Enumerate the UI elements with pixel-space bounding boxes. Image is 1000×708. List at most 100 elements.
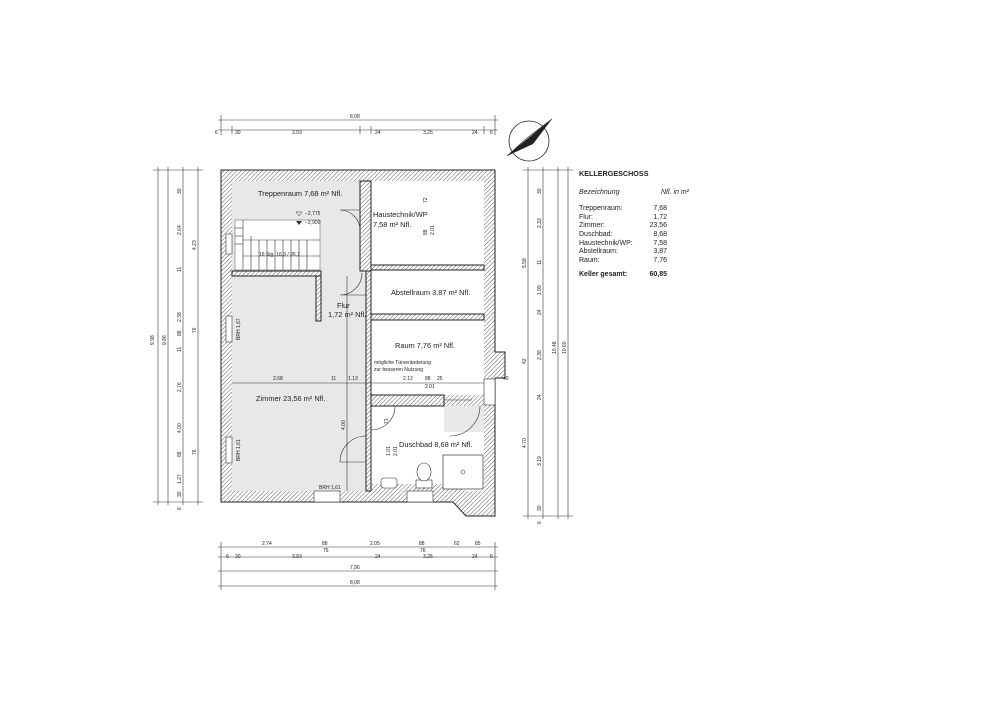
note-door-change-2: zur besseren Nutzung [374,367,423,373]
svg-text:6: 6 [490,554,493,560]
svg-text:88: 88 [425,376,431,382]
legend-row: Abstellraum:3,87 [579,248,667,256]
svg-text:6: 6 [215,130,218,136]
bottom-dimensions: 2.74 88 2.05 88 62 85 76 76 6 30 3.93 24… [218,541,498,590]
dim-top-total: 8,08 [350,114,360,120]
svg-text:2.64: 2.64 [177,225,183,235]
svg-text:2.74: 2.74 [262,541,272,547]
staircase [234,219,321,271]
svg-text:6: 6 [490,130,493,136]
label-haustechnik-area: 7,58 m² Nfl. [373,220,411,229]
svg-text:42: 42 [522,358,528,364]
svg-text:24: 24 [375,554,381,560]
label-duschbad: Duschbad 8,68 m² Nfl. [399,440,473,449]
svg-text:2.38: 2.38 [177,312,183,322]
svg-text:3.93: 3.93 [292,130,302,136]
svg-text:2.33: 2.33 [537,218,543,228]
svg-text:10.60: 10.60 [562,341,568,354]
svg-text:30: 30 [177,491,183,497]
svg-text:30: 30 [537,505,543,511]
svg-text:3,25: 3,25 [423,130,433,136]
svg-text:1.13: 1.13 [348,376,358,382]
svg-text:1.01: 1.01 [386,446,392,456]
legend-row: Raum:7,76 [579,256,667,264]
label-abstellraum: Abstellraum 3,87 m² Nfl. [391,288,470,297]
svg-text:88: 88 [177,451,183,457]
svg-text:9.98: 9.98 [150,335,156,345]
svg-text:24: 24 [537,309,543,315]
legend-row: Flur:1,72 [579,213,667,221]
svg-text:30: 30 [235,130,241,136]
legend-col-area: Nfl. in m² [661,188,689,196]
svg-text:2.76: 2.76 [177,382,183,392]
svg-text:24: 24 [537,394,543,400]
svg-text:72: 72 [423,197,429,203]
svg-text:3.19: 3.19 [537,456,543,466]
svg-text:76: 76 [420,548,426,554]
svg-text:40: 40 [503,376,509,382]
svg-text:3.93: 3.93 [292,554,302,560]
label-flur: Flur [337,301,350,310]
building-walls [220,169,506,517]
right-dimensions: 30 2.33 5.58 11 1.99 24 2.38 42 24 4.70 … [522,167,573,524]
note-door-change-1: mögliche Türveränderung [374,360,431,366]
label-zimmer: Zimmer 23,56 m² Nfl. [256,394,325,403]
svg-text:4.70: 4.70 [522,438,528,448]
window-brh-1: BRH 1,61 [319,485,341,491]
level-mark-1: −2,775 [305,211,321,217]
svg-text:76: 76 [192,327,198,333]
north-arrow-icon [506,118,553,162]
washbasin [380,477,398,489]
svg-text:88: 88 [419,541,425,547]
svg-text:30: 30 [235,554,241,560]
top-dimensions: 8,08 6 30 3.93 24 3,25 24 6 [215,114,498,136]
svg-text:24: 24 [472,130,478,136]
svg-text:24: 24 [375,130,381,136]
dim-bottom-total-2: 8,08 [350,580,360,586]
svg-text:3,25: 3,25 [423,554,433,560]
svg-text:88: 88 [177,330,183,336]
legend-row: Duschbad:8,68 [579,230,667,238]
svg-text:76: 76 [323,548,329,554]
window-brh-3: BRH 1,61 [236,439,242,461]
legend-header: Bezeichnung Nfl. in m² [579,189,689,198]
svg-text:2.38: 2.38 [537,350,543,360]
svg-text:2.01: 2.01 [430,225,436,235]
legend-title: KELLERGESCHOSS [579,169,649,178]
svg-text:10.48: 10.48 [552,341,558,354]
stair-note: 16 Stg. 16,3 / 26,7 [259,252,300,258]
dim-bottom-total-1: 7,96 [350,565,360,571]
label-haustechnik: Haustechnik/WP [373,210,428,219]
svg-text:30: 30 [537,188,543,194]
legend-row: Treppenraum:7,68 [579,205,667,213]
svg-text:1.99: 1.99 [537,285,543,295]
svg-text:4.23: 4.23 [192,240,198,250]
plan-notes: mögliche Türveränderung zur besseren Nut… [236,211,431,491]
inner-dimensions: 2.68 11 1.13 2.12 88 25 2.01 40 4.00 1.0… [232,197,509,491]
svg-text:11: 11 [177,347,183,352]
svg-text:11: 11 [537,260,543,265]
svg-text:30: 30 [177,188,183,194]
level-mark-2: −2,900 [305,220,321,226]
svg-text:6: 6 [226,554,229,560]
legend-col-name: Bezeichnung [579,188,620,196]
svg-text:1.27: 1.27 [177,474,183,484]
svg-text:2.01: 2.01 [393,446,399,456]
legend-row: Haustechnik/WP:7,58 [579,239,667,247]
svg-text:6: 6 [537,521,543,524]
svg-text:2.68: 2.68 [273,376,283,382]
svg-text:85: 85 [475,541,481,547]
legend-total: Keller gesamt: 60,85 [579,271,667,279]
svg-text:4.00: 4.00 [341,420,347,430]
area-legend: KELLERGESCHOSS Bezeichnung Nfl. in m² Tr… [579,169,689,280]
svg-text:2.12: 2.12 [403,376,413,382]
svg-text:88: 88 [423,229,429,235]
svg-text:4.00: 4.00 [177,423,183,433]
svg-text:6: 6 [177,507,183,510]
svg-text:88: 88 [322,541,328,547]
svg-text:11: 11 [331,376,336,382]
label-treppenraum: Treppenraum 7,68 m² Nfl. [258,189,342,198]
label-raum: Raum 7,76 m² Nfl. [395,341,455,350]
svg-text:11: 11 [177,267,183,272]
